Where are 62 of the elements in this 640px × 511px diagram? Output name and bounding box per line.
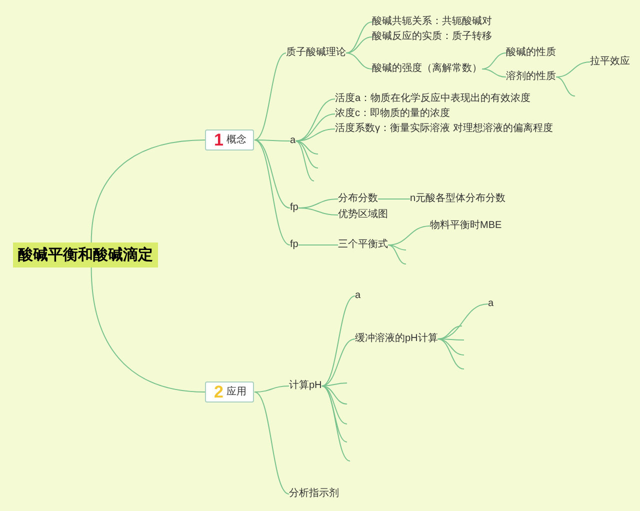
branch-line [321,386,350,462]
branch-line [321,386,348,442]
branch-line [298,208,338,216]
branch-label: 三个平衡式 [338,239,388,251]
branch-label: 浓度c：即物质的量的浓度 [335,108,450,120]
branch-line [378,198,410,200]
central-topic: 酸碱平衡和酸碱滴定 [13,242,158,268]
branch-label: fp [290,202,298,214]
branch-line [254,392,290,494]
branch-label: a [355,290,361,302]
branch-line [482,52,506,70]
branch-line [321,296,356,386]
branch-line [321,338,356,386]
branch-line [254,140,290,246]
branch-line [437,338,464,370]
branch-label: 溶剂的性质 [506,71,556,83]
branch-label: 酸碱共轭关系：共轭酸碱对 [372,16,492,28]
branch-line [295,140,318,154]
branch-line [482,68,506,78]
branch-label: 酸碱反应的实质：质子转移 [372,31,492,43]
topic-label: 应用 [226,386,246,398]
branch-line [388,244,406,264]
branch-line [295,98,336,142]
branch-line [298,244,338,246]
branch-line [295,140,318,168]
branch-label: 活度a：物质在化学反应中表现出的有效浓度 [335,93,531,105]
branch-label: 质子酸碱理论 [286,47,346,59]
branch-line [556,62,590,78]
branch-line [90,140,206,243]
branch-line [254,386,290,392]
branch-label: 拉平效应 [590,56,630,68]
branch-label: 分布分数 [338,193,378,205]
topic-box [205,130,254,150]
branch-line [346,36,372,54]
branch-label: 优势区域图 [338,209,388,221]
branch-label: 计算pH [289,380,322,392]
branch-line [321,382,348,386]
topic-box [205,382,254,402]
topic-label: 概念 [226,134,246,146]
branch-label: 物料平衡时MBE [430,220,502,232]
branch-label: n元酸各型体分布分数 [410,193,506,205]
branch-label: 缓冲溶液的pH计算 [355,333,438,345]
branch-label: 活度系数γ：衡量实际溶液 对理想溶液的偏离程度 [335,123,553,135]
branch-line [346,52,372,70]
branch-line [90,267,206,392]
branch-line [437,338,464,356]
branch-line [321,386,348,404]
branch-line [295,128,336,142]
branch-line [388,244,406,250]
branch-line [254,140,290,142]
branch-label: 酸碱的性质 [506,47,556,59]
branch-label: 酸碱的强度（离解常数） [372,63,482,75]
branch-label: 分析指示剂 [289,488,339,500]
branch-line [346,22,372,54]
branch-label: a [290,135,296,147]
branch-label: fp [290,239,298,251]
topic-number: 1 [214,130,224,150]
topic-number: 2 [214,382,224,402]
branch-line [254,52,286,140]
branch-line [295,140,314,182]
branch-label: a [488,298,494,310]
branch-line [556,76,576,96]
